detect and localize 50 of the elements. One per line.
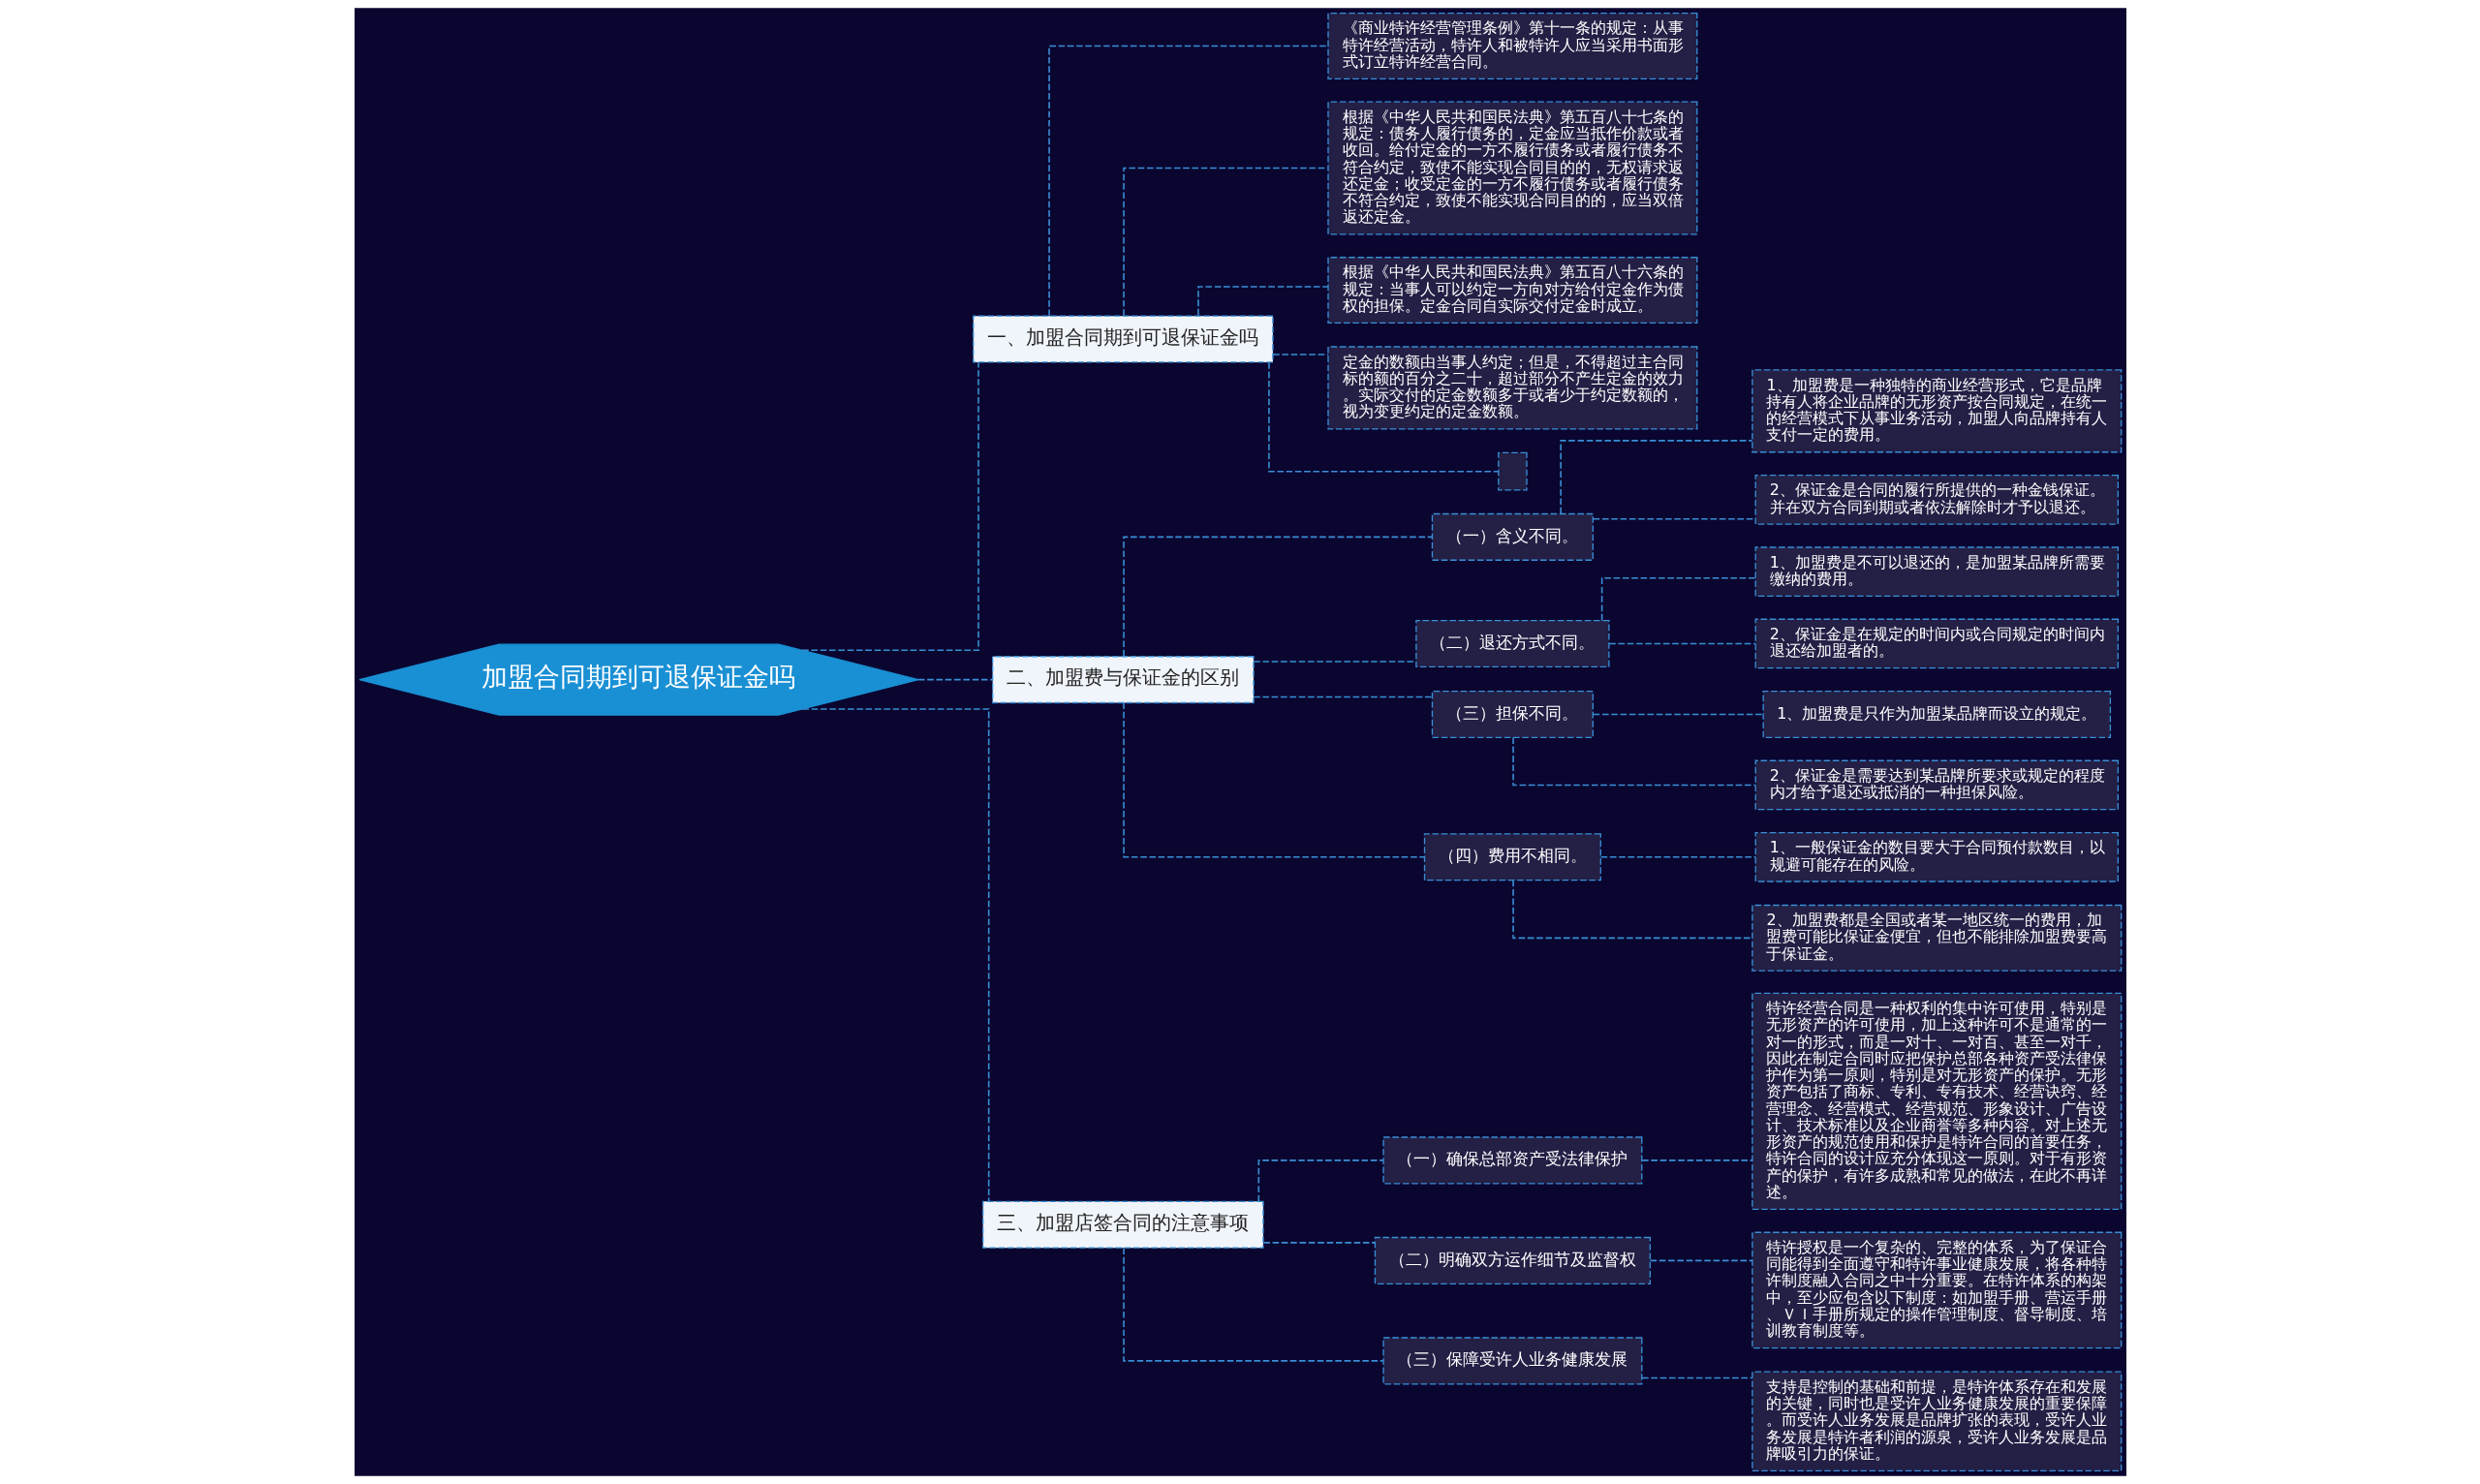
connector xyxy=(800,361,979,652)
node-box: 2、保证金是合同的履行所提供的一种金钱保证。并在双方合同到期或者依法解除时才予以退还。 xyxy=(1754,475,2119,525)
connector xyxy=(1267,361,1500,473)
node-box: 1、加盟费是一种独特的商业经营形式，它是品牌持有人将企业品牌的无形资产按合同规定，在统一的经营模式下从事业务活动，加盟人向品牌持有人支付一定的费用。 xyxy=(1751,369,2122,453)
connector xyxy=(1262,1242,1376,1244)
node-box: 一、加盟合同期到可退保证金吗 xyxy=(972,315,1274,363)
node-box: 1、一般保证金的数目要大于合同预付款数目，以规避可能存在的风险。 xyxy=(1754,831,2119,882)
node-box: （一）确保总部资产受法律保护 xyxy=(1381,1136,1642,1185)
connector xyxy=(1600,577,1756,622)
node-box: 支持是控制的基础和前提，是特许体系存在和发展的关键，同时也是受许人业务健康发展的重要保障。而受许人业务发展是品牌扩张的表现，受许人业务发展是特许者利润的源泉，受许人业务发展是品牌吸引力的保证。 xyxy=(1751,1371,2122,1472)
node-box: （三）担保不同。 xyxy=(1431,690,1594,739)
node-box: （三）保障受许人业务健康发展 xyxy=(1381,1337,1642,1385)
node-box: 特许授权是一个复杂的、完整的体系，为了保证合同能得到全面遵守和特许事业健康发展，将各种特许制度融入合同之中十分重要。在特许体系的构架中，至少应包含以下制度：如加盟手册、营运手册、ＶＩ手册所规定的操作管理制度、督导制度、培训教育制度等。 xyxy=(1751,1231,2122,1349)
node-box: 2、加盟费都是全国或者某一地区统一的费用，加盟费可能比保证金便宜，但也不能排除加盟费要高于保证金。 xyxy=(1751,904,2122,972)
connector xyxy=(1047,45,1329,317)
connector xyxy=(916,678,993,681)
connector xyxy=(1599,855,1756,858)
connector xyxy=(1640,1376,1752,1379)
node-box: （二）退还方式不同。 xyxy=(1414,619,1610,668)
node-box: 二、加盟费与保证金的区别 xyxy=(991,656,1255,704)
connector xyxy=(1122,167,1328,317)
connector xyxy=(1511,736,1756,787)
node-box: 《商业特许经营管理条例》第十一条的规定：从事特许经营活动，特许人和被特许人应当采用书面形式订立特许经营合同。 xyxy=(1326,12,1697,79)
node-box: 1、加盟费是只作为加盟某品牌而设立的规定。 xyxy=(1762,690,2111,739)
node-box: 2、保证金是需要达到某品牌所要求或规定的程度内才给予退还或抵消的一种担保风险。 xyxy=(1754,759,2119,811)
node-box: 2、保证金是在规定的时间内或合同规定的时间内退还给加盟者的。 xyxy=(1754,618,2119,669)
connector xyxy=(1649,1259,1753,1262)
connector xyxy=(1257,1159,1383,1203)
node-box: （一）含义不同。 xyxy=(1431,512,1594,561)
node-box xyxy=(1497,451,1528,491)
connector xyxy=(1122,1247,1384,1362)
connector xyxy=(1271,354,1329,356)
node-box: 定金的数额由当事人约定；但是，不得超过主合同标的额的百分之二十，超过部分不产生定金的效力。实际交付的定金数额多于或者少于约定数额的，视为变更约定的定金数额。 xyxy=(1326,346,1697,430)
connector xyxy=(1253,661,1416,663)
connector xyxy=(1253,696,1433,698)
node-box: 根据《中华人民共和国民法典》第五百八十七条的规定：债务人履行债务的，定金应当抵作价款或者收回。给付定金的一方不履行债务或者履行债务不符合约定，致使不能实现合同目的的，无权请求返还定金；收受定金的一方不履行债务或者履行债务不符合约定，致使不能实现合同目的的，应当双倍返还定金。 xyxy=(1326,101,1697,235)
connector xyxy=(1122,536,1433,658)
connector xyxy=(1592,713,1764,716)
connector xyxy=(1559,440,1752,515)
node-box: （二）明确双方运作细节及监督权 xyxy=(1374,1236,1651,1284)
node-box: 三、加盟店签合同的注意事项 xyxy=(981,1200,1264,1249)
connector xyxy=(1511,880,1753,940)
connector xyxy=(1122,701,1425,858)
connector xyxy=(1640,1159,1752,1161)
connector xyxy=(801,708,989,1203)
connector xyxy=(1608,642,1756,645)
node-box: （四）费用不相同。 xyxy=(1423,833,1601,881)
node-box: 特许经营合同是一种权利的集中许可使用，特别是无形资产的许可使用，加上这种许可不是通常的一对一的形式，而是一对十、一对百、甚至一对千，因此在制定合同时应把保护总部各种资产受法律保护作为第一原则，特别是对无形资产的保护。无形资产包括了商标、专利、专有技术、经营诀窍、经营理念、经营模式、经营规范、形象设计、广告设计、技术标准以及企业商誉等多种内容。对上述无形资产的规范使用和保护是特许合同的首要任务，特许合同的设计应充分体现这一原则。对于有形资产的保护，有许多成熟和常见的做法，在此不再详述。 xyxy=(1751,992,2122,1210)
node-box: 根据《中华人民共和国民法典》第五百八十六条的规定：当事人可以约定一方向对方给付定金作为债权的担保。定金合同自实际交付定金时成立。 xyxy=(1326,257,1697,325)
node-box: 1、加盟费是不可以退还的，是加盟某品牌所需要缴纳的费用。 xyxy=(1754,546,2119,598)
